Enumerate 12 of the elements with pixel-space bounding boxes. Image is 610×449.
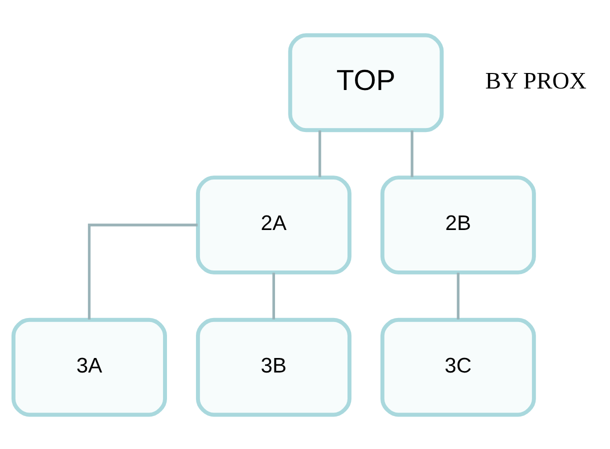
node-box: 2A	[196, 175, 352, 274]
connector	[456, 272, 460, 319]
node-box: 3C	[380, 317, 536, 416]
node-box: TOP	[288, 32, 444, 132]
label: BY PROX	[485, 68, 587, 94]
connector	[410, 130, 414, 177]
node-box: 2B	[380, 175, 536, 274]
node-box: 3A	[12, 317, 167, 416]
node-box: 3B	[196, 317, 352, 416]
connector	[318, 130, 322, 177]
connector	[88, 223, 198, 320]
connector	[272, 272, 276, 319]
